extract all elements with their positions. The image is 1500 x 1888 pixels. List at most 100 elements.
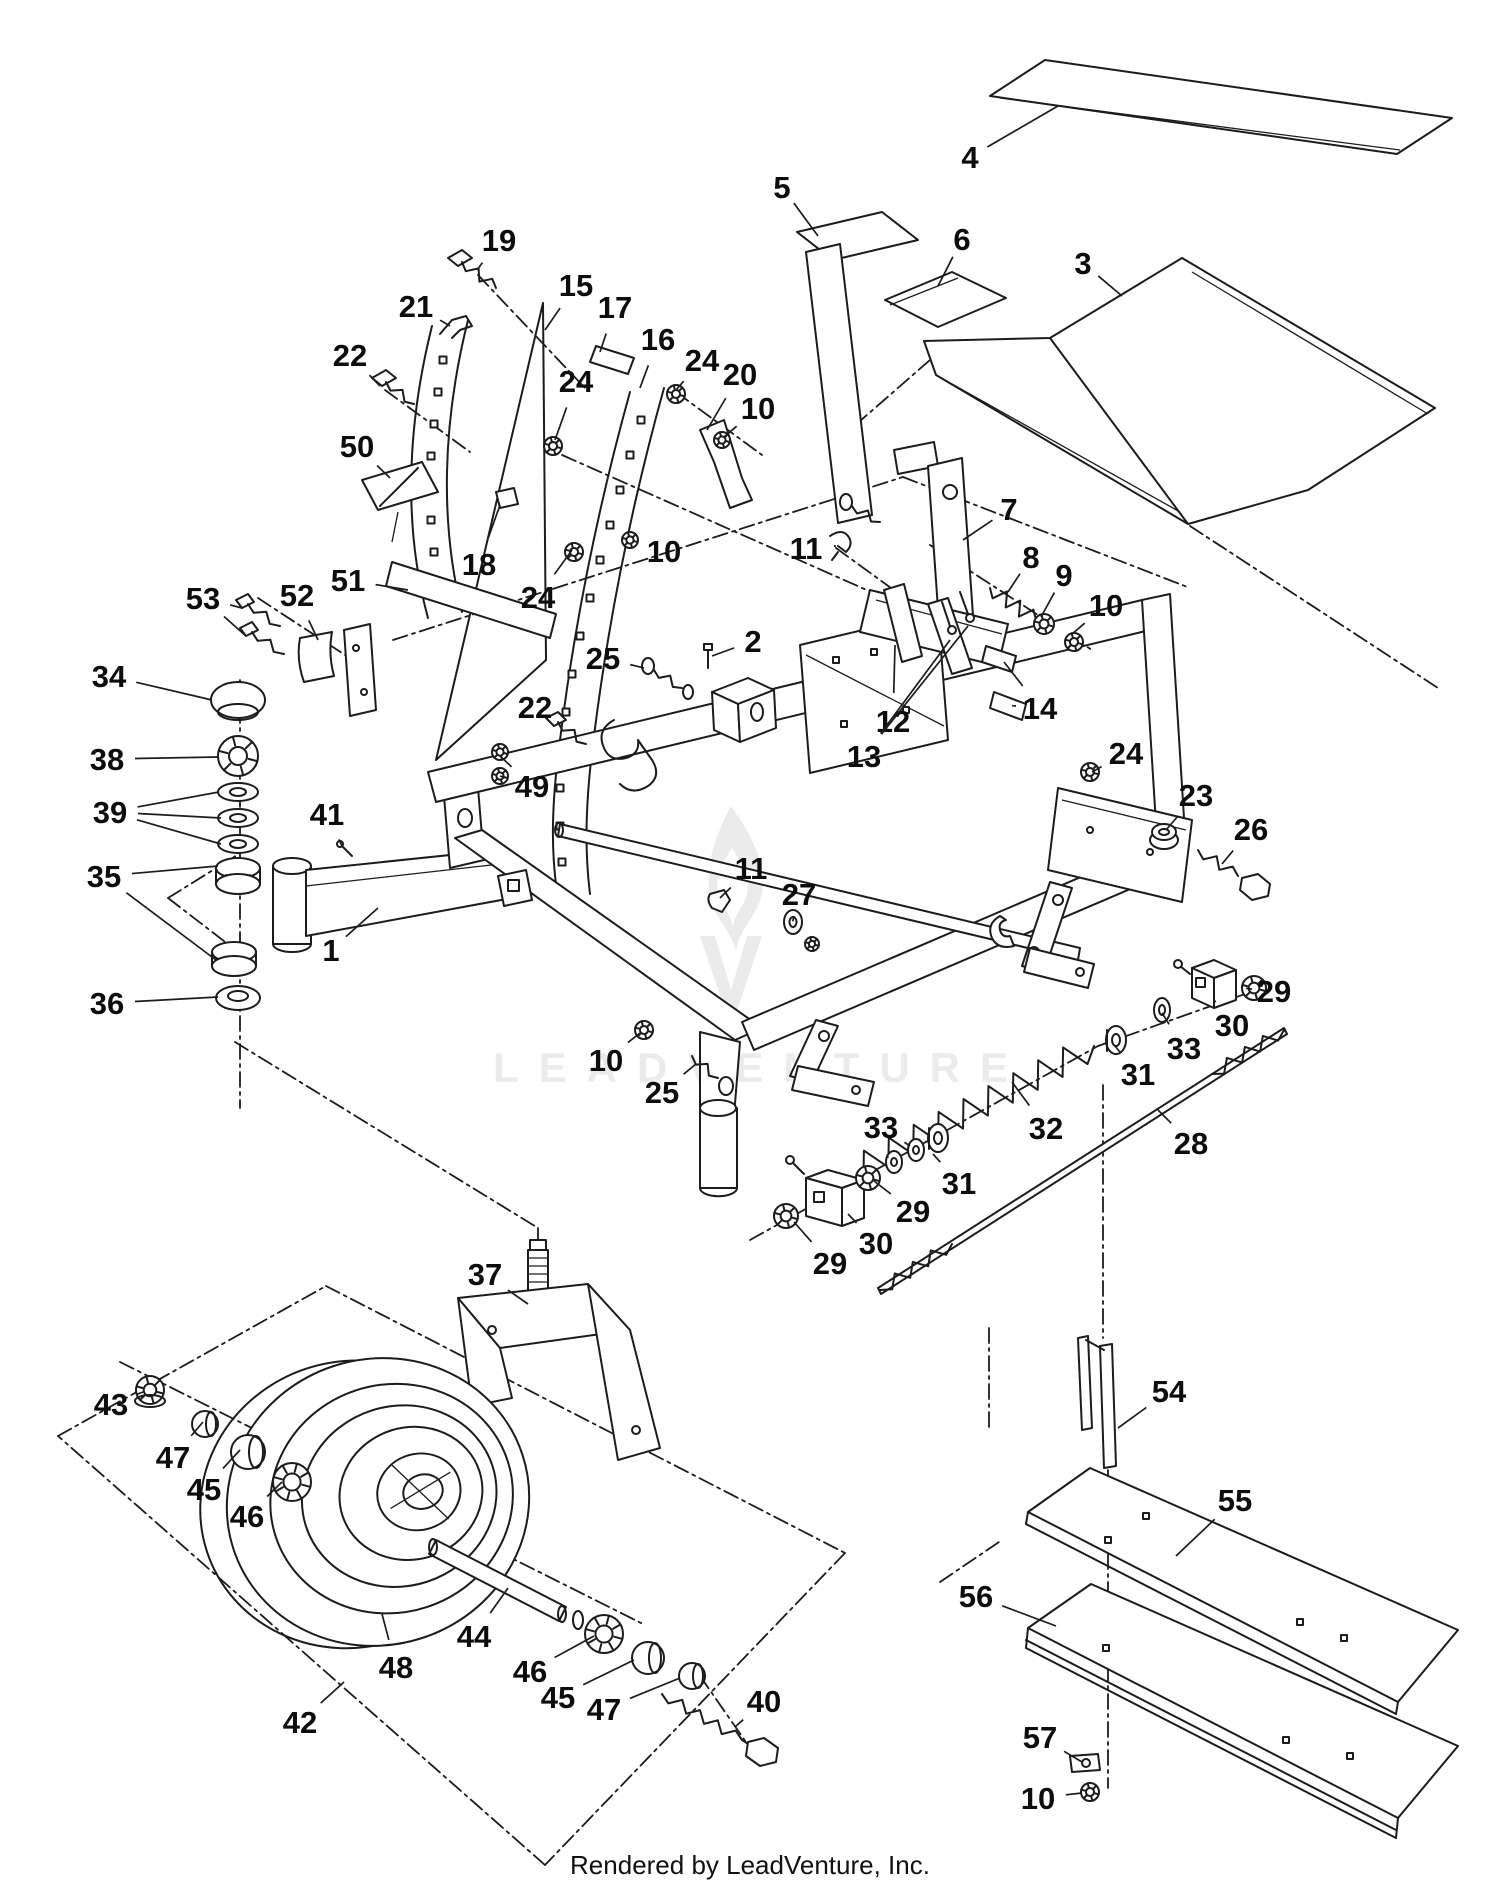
callout-42: 42	[283, 1681, 345, 1740]
callout-17: 17	[598, 290, 632, 353]
callout-24: 24	[675, 343, 720, 391]
callout-number-57: 57	[1023, 1720, 1057, 1755]
callout-number-7: 7	[1000, 492, 1017, 527]
callout-number-13: 13	[847, 739, 881, 774]
callout-number-38: 38	[90, 742, 124, 777]
leadventure-watermark: LEADVENTURE	[493, 806, 1028, 1091]
plate-15	[435, 302, 547, 761]
callout-26: 26	[1221, 812, 1268, 865]
callout-46: 46	[230, 1481, 283, 1534]
caster-stack	[210, 681, 266, 1011]
callout-number-6: 6	[953, 222, 970, 257]
callout-number-45: 45	[541, 1680, 575, 1715]
callout-number-15: 15	[559, 268, 593, 303]
callout-24: 24	[554, 364, 594, 441]
callout-number-28: 28	[1174, 1126, 1208, 1161]
callout-24: 24	[1091, 736, 1144, 773]
callout-number-25: 25	[645, 1075, 679, 1110]
callout-number-33: 33	[864, 1110, 898, 1145]
callout-47: 47	[587, 1677, 681, 1727]
callout-number-19: 19	[482, 223, 516, 258]
bracket-51	[385, 561, 557, 639]
callout-number-22: 22	[333, 338, 367, 373]
callout-4: 4	[961, 105, 1059, 175]
callout-11: 11	[719, 851, 768, 899]
footer-credit: Rendered by LeadVenture, Inc.	[570, 1850, 930, 1880]
callout-number-37: 37	[468, 1257, 502, 1292]
callout-24: 24	[521, 549, 573, 615]
callout-number-9: 9	[1055, 558, 1072, 593]
callout-30: 30	[1213, 999, 1249, 1043]
callout-number-46: 46	[230, 1499, 264, 1534]
callout-32: 32	[1011, 1081, 1063, 1146]
callout-number-10: 10	[1089, 588, 1123, 623]
callout-number-53: 53	[186, 581, 220, 616]
callout-number-45: 45	[187, 1472, 221, 1507]
tow-beam-1	[305, 849, 513, 937]
callout-34: 34	[92, 659, 213, 701]
callout-number-52: 52	[280, 578, 314, 613]
callout-38: 38	[90, 742, 219, 777]
callout-40: 40	[734, 1684, 781, 1728]
callout-8: 8	[1007, 540, 1040, 593]
callout-number-50: 50	[340, 429, 374, 464]
callout-number-31: 31	[942, 1166, 976, 1201]
callout-41: 41	[310, 797, 344, 847]
link-12	[883, 583, 923, 663]
callout-33: 33	[864, 1110, 911, 1159]
callout-number-43: 43	[94, 1387, 128, 1422]
callout-number-55: 55	[1218, 1483, 1252, 1518]
callout-number-36: 36	[90, 986, 124, 1021]
callout-number-40: 40	[747, 1684, 781, 1719]
callout-number-21: 21	[399, 289, 433, 324]
callout-number-29: 29	[1257, 974, 1291, 1009]
watermark-text: LEADVENTURE	[493, 1044, 1028, 1091]
callout-number-23: 23	[1179, 778, 1213, 813]
callout-15: 15	[544, 268, 593, 331]
callout-number-10: 10	[741, 391, 775, 426]
callout-19: 19	[476, 223, 516, 271]
callout-37: 37	[468, 1257, 529, 1305]
callout-48: 48	[379, 1613, 413, 1685]
callout-30: 30	[847, 1213, 893, 1261]
callout-57: 57	[1023, 1720, 1083, 1763]
callout-56: 56	[959, 1579, 1057, 1627]
callout-number-42: 42	[283, 1705, 317, 1740]
callout-number-30: 30	[859, 1226, 893, 1261]
callout-2: 2	[711, 624, 762, 659]
callout-number-24: 24	[559, 364, 594, 399]
callout-27: 27	[782, 877, 816, 922]
callout-21: 21	[399, 289, 451, 327]
callout-number-3: 3	[1074, 246, 1091, 281]
callout-number-11: 11	[790, 531, 823, 566]
callout-number-48: 48	[379, 1650, 413, 1685]
callout-6: 6	[937, 222, 971, 287]
pin-54	[1077, 1335, 1093, 1431]
callout-number-11: 11	[735, 851, 768, 886]
callout-45: 45	[187, 1449, 241, 1507]
callout-number-17: 17	[598, 290, 632, 325]
callout-35: 35	[87, 859, 219, 961]
callout-31: 31	[932, 1153, 976, 1201]
callout-number-1: 1	[322, 933, 339, 968]
callout-29: 29	[873, 1180, 930, 1229]
callout-number-25: 25	[586, 641, 620, 676]
callout-number-4: 4	[961, 140, 979, 175]
callout-10: 10	[1021, 1781, 1083, 1816]
callout-number-51: 51	[331, 563, 365, 598]
callout-43: 43	[94, 1387, 144, 1422]
callout-49: 49	[499, 755, 549, 804]
callout-number-16: 16	[641, 322, 675, 357]
callout-number-33: 33	[1167, 1031, 1201, 1066]
callout-46: 46	[513, 1635, 595, 1689]
callout-39: 39	[93, 791, 222, 845]
callout-54: 54	[1117, 1374, 1187, 1429]
v-logo-icon	[700, 936, 762, 1028]
callout-23: 23	[1165, 778, 1213, 831]
callout-18: 18	[462, 504, 501, 582]
callout-number-26: 26	[1234, 812, 1268, 847]
spring-8	[989, 587, 1037, 621]
